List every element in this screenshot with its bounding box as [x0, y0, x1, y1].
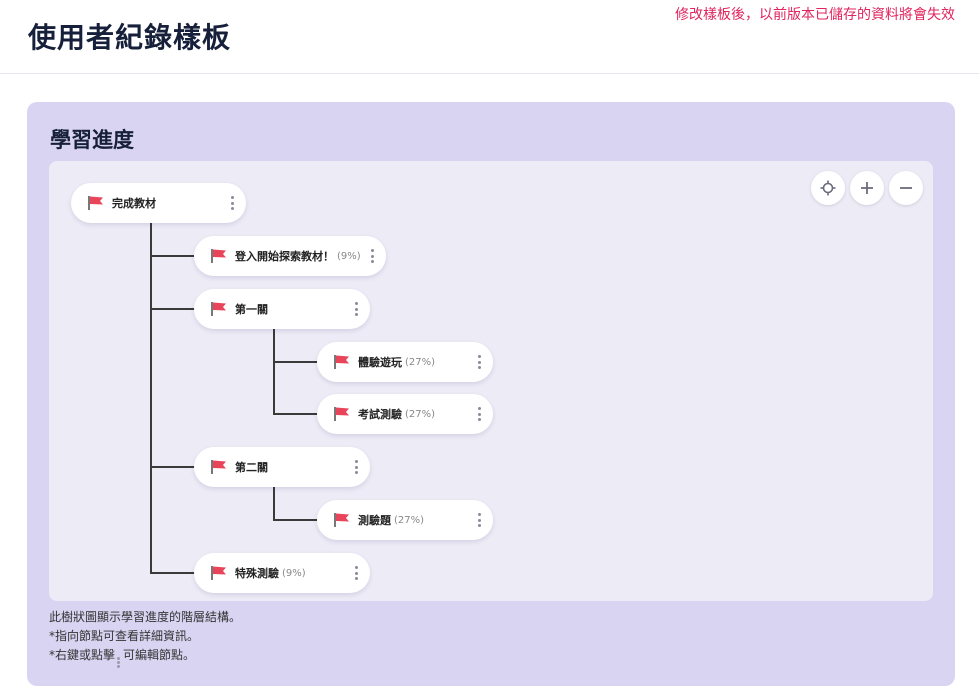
connector-n3a: [273, 519, 318, 521]
page-header: 使用者紀錄樣板 修改樣板後，以前版本已儲存的資料將會失效: [0, 0, 979, 74]
learning-progress-panel: 學習進度: [27, 102, 955, 686]
footnote-line: *指向節點可查看詳細資訊。: [49, 629, 200, 643]
more-vertical-icon[interactable]: [354, 302, 358, 316]
zoom-in-button[interactable]: [850, 171, 884, 205]
node-percent: (9%): [337, 250, 361, 262]
tree-node-n2b[interactable]: 考試測驗 (27%): [317, 394, 493, 434]
more-vertical-icon[interactable]: [477, 407, 481, 421]
node-label: 第二關: [235, 461, 268, 474]
tree-node-n1[interactable]: 登入開始探索教材！ (9%): [194, 236, 386, 276]
footnote-line: *右鍵或點擊可編輯節點。: [49, 646, 241, 668]
node-label: 登入開始探索教材！: [235, 250, 334, 263]
flag-icon: [88, 196, 103, 210]
more-vertical-icon[interactable]: [477, 355, 481, 369]
template-warning: 修改樣板後，以前版本已儲存的資料將會失效: [675, 7, 955, 23]
crosshair-icon: [820, 180, 836, 196]
connector-n3-trunk: [273, 486, 275, 521]
node-label: 體驗遊玩: [358, 356, 402, 369]
more-vertical-icon[interactable]: [477, 513, 481, 527]
flag-icon: [334, 407, 349, 421]
connector-n2-trunk: [273, 328, 275, 415]
tree-node-root[interactable]: 完成教材: [71, 183, 246, 223]
tree-footnotes: 此樹狀圖顯示學習進度的階層結構。 *指向節點可查看詳細資訊。 *右鍵或點擊可編輯…: [49, 608, 241, 668]
node-percent: (27%): [405, 408, 436, 420]
footnote-line: 此樹狀圖顯示學習進度的階層結構。: [49, 610, 242, 624]
tree-node-n2[interactable]: 第一關: [194, 289, 370, 329]
flag-icon: [211, 460, 226, 474]
node-label: 第一關: [235, 303, 268, 316]
connector-n2b: [273, 413, 318, 415]
plus-icon: [861, 182, 873, 194]
page-title: 使用者紀錄樣板: [28, 21, 232, 54]
more-vertical-icon: [117, 657, 121, 668]
node-label: 完成教材: [112, 197, 156, 210]
minus-icon: [900, 187, 912, 189]
flag-icon: [211, 249, 226, 263]
zoom-out-button[interactable]: [889, 171, 923, 205]
connector-n2a: [273, 361, 318, 363]
flag-icon: [334, 513, 349, 527]
panel-title: 學習進度: [50, 128, 134, 152]
connector-n2: [150, 308, 195, 310]
footnote-text: 可編輯節點。: [123, 648, 196, 662]
locate-button[interactable]: [811, 171, 845, 205]
node-label: 考試測驗: [358, 408, 402, 421]
tree-node-n3[interactable]: 第二關: [194, 447, 370, 487]
node-percent: (9%): [282, 567, 306, 579]
connector-n1: [150, 255, 195, 257]
tree-node-n3a[interactable]: 測驗題 (27%): [317, 500, 493, 540]
more-vertical-icon[interactable]: [354, 460, 358, 474]
more-vertical-icon[interactable]: [354, 566, 358, 580]
node-percent: (27%): [394, 514, 425, 526]
connector-n3: [150, 466, 195, 468]
tree-node-n2a[interactable]: 體驗遊玩 (27%): [317, 342, 493, 382]
tree-canvas[interactable]: 完成教材 登入開始探索教材！ (9%) 第一關 體驗遊玩 (27%) 考試測驗 …: [49, 161, 933, 601]
more-vertical-icon[interactable]: [370, 249, 374, 263]
flag-icon: [211, 302, 226, 316]
flag-icon: [334, 355, 349, 369]
flag-icon: [211, 566, 226, 580]
more-vertical-icon[interactable]: [230, 196, 234, 210]
connector-n4: [150, 572, 195, 574]
tree-node-n4[interactable]: 特殊測驗 (9%): [194, 553, 370, 593]
node-percent: (27%): [405, 356, 436, 368]
footnote-text: *右鍵或點擊: [49, 648, 116, 662]
connector-root-trunk: [150, 222, 152, 574]
node-label: 測驗題: [358, 514, 391, 527]
node-label: 特殊測驗: [235, 567, 279, 580]
